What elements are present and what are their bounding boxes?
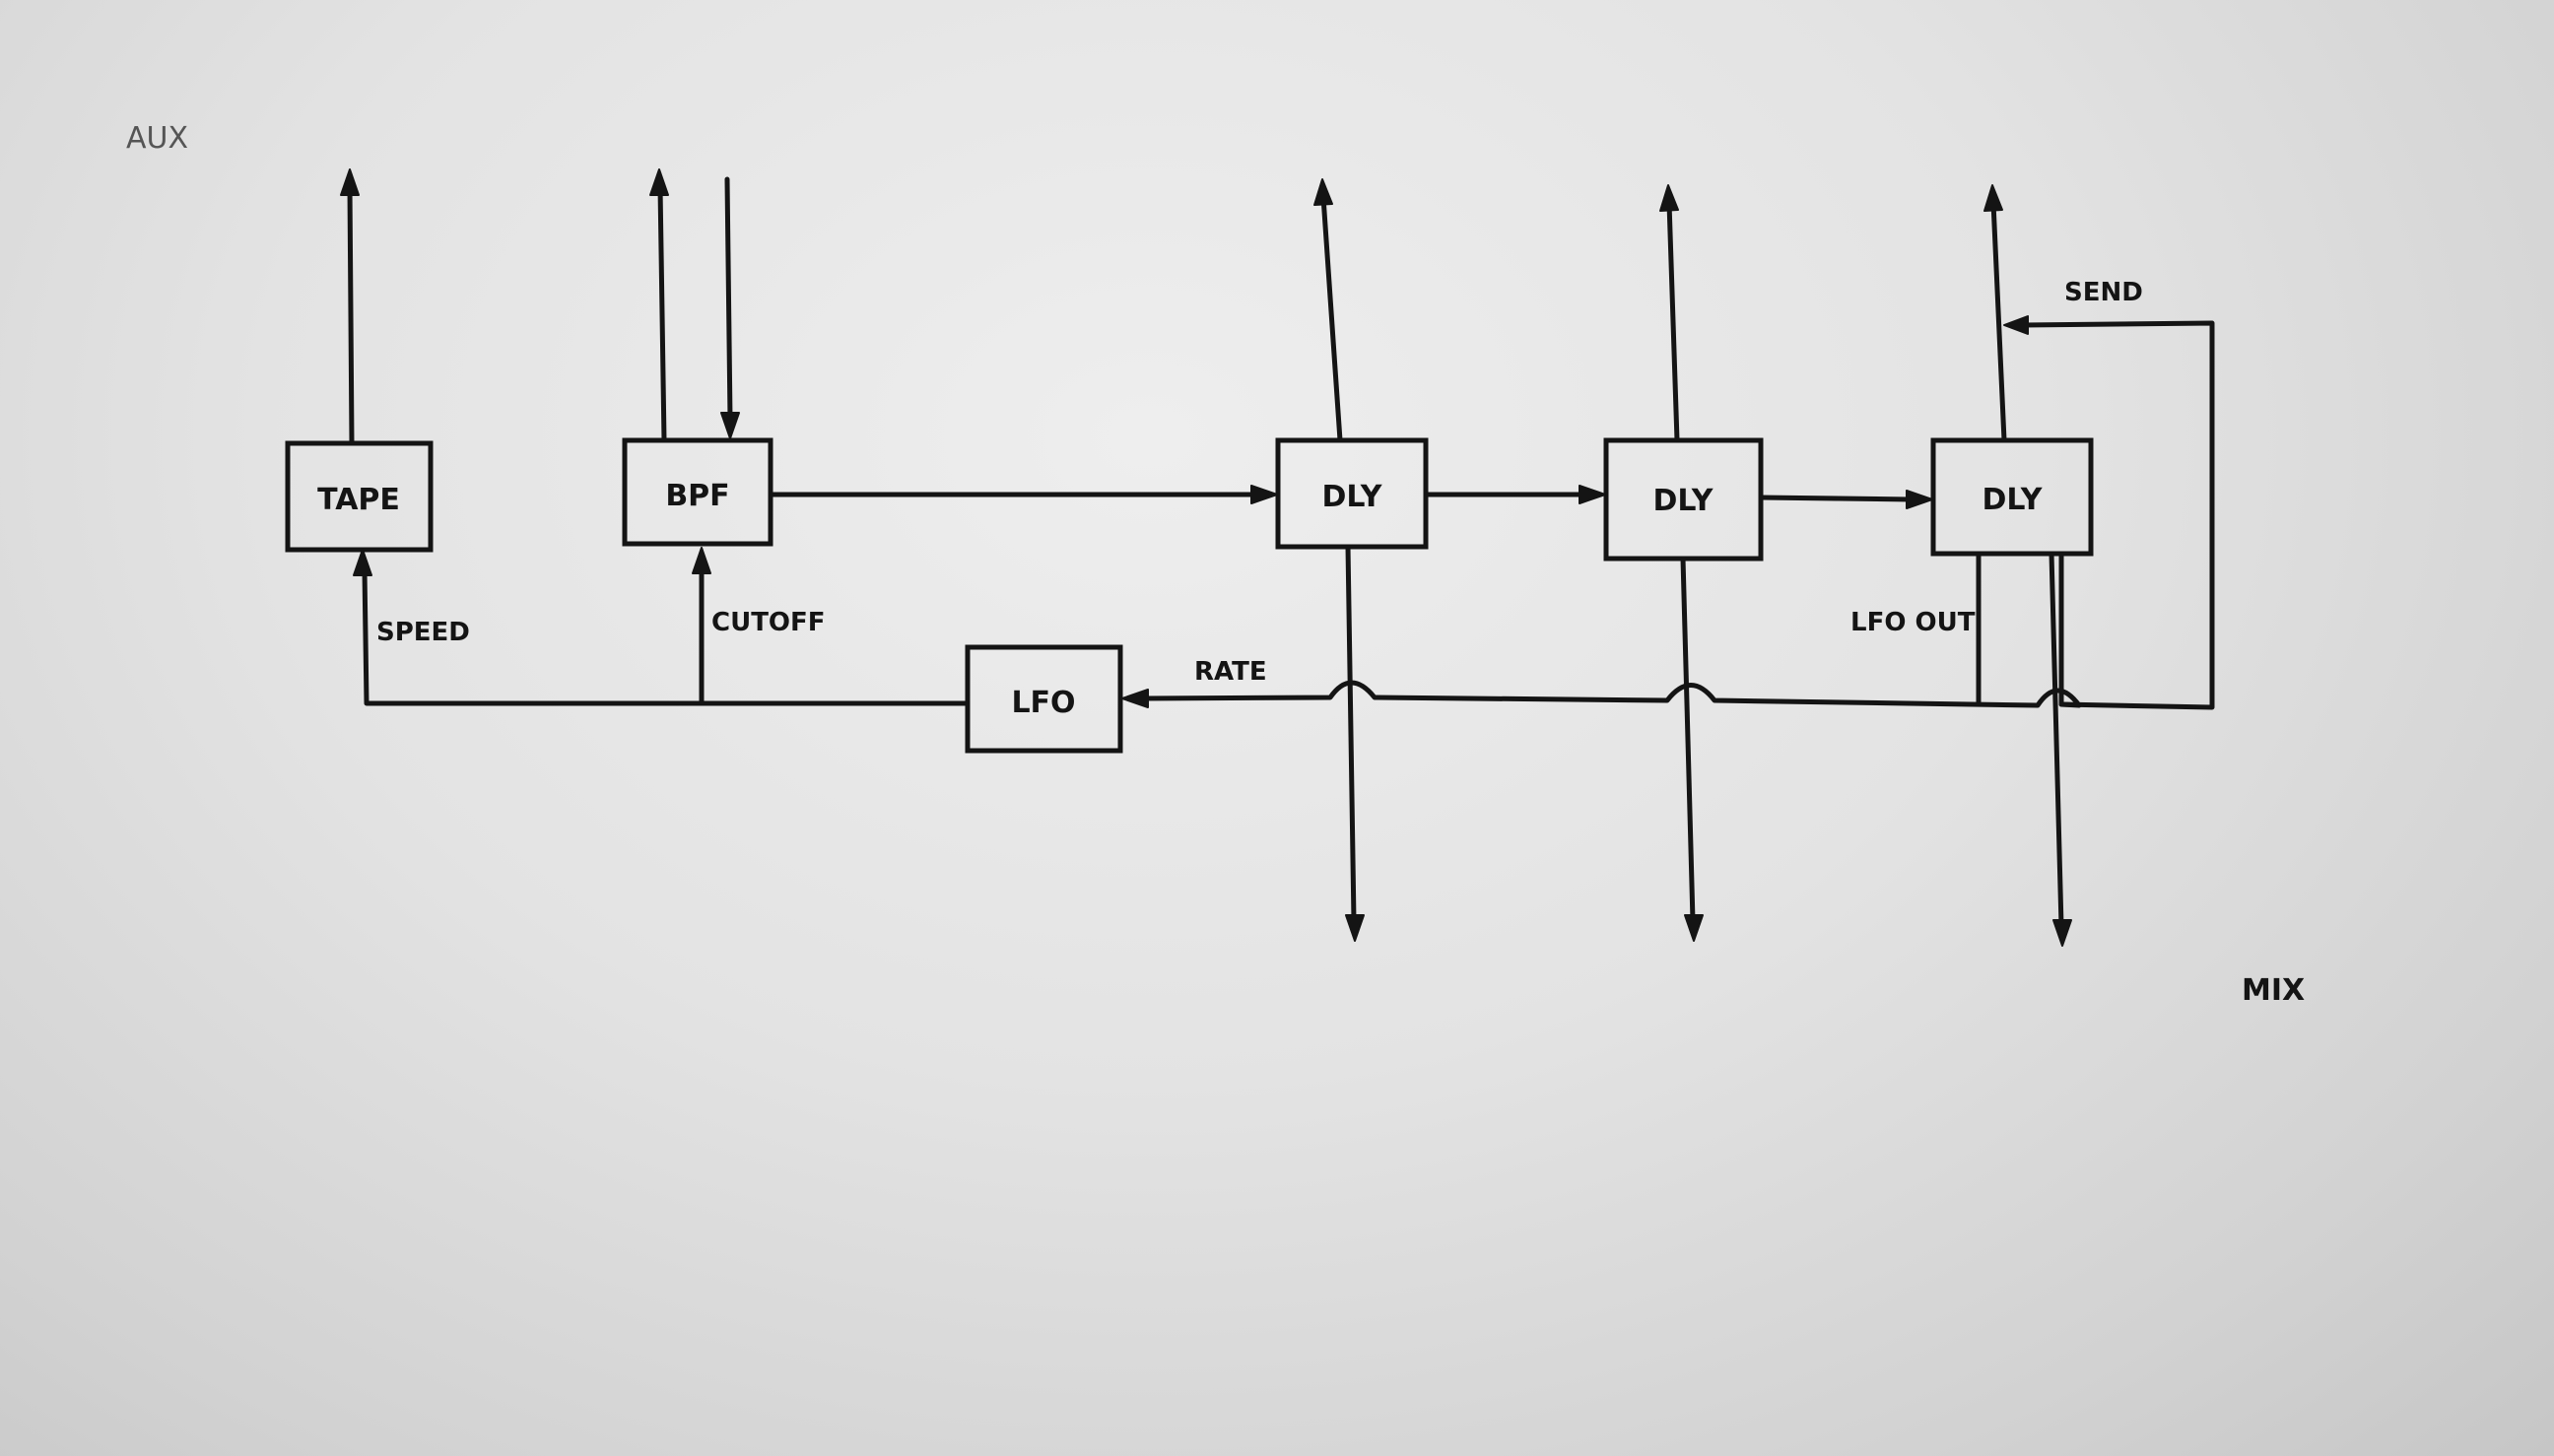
delay-1-aux-output xyxy=(1313,178,1343,443)
aux-label: AUX xyxy=(126,121,188,156)
delay-block-2-label: DLY xyxy=(1652,484,1714,518)
tape-block-label: TAPE xyxy=(317,483,400,517)
bpf-to-delay-1-arrow xyxy=(768,485,1278,504)
delay-block-3-label: DLY xyxy=(1982,483,2043,517)
delay-3-aux-output xyxy=(1983,184,2007,443)
delay-1-mix-output xyxy=(1345,544,1365,942)
send-label: SEND xyxy=(2064,278,2143,307)
delay-block-2: DLY xyxy=(1603,437,1764,562)
bpf-aux-input xyxy=(720,176,740,439)
lfo-control-bus xyxy=(1121,680,2082,708)
tape-block: TAPE xyxy=(285,440,434,553)
lfo-block: LFO xyxy=(965,644,1123,754)
bpf-block-label: BPF xyxy=(665,479,729,513)
speed-label: SPEED xyxy=(376,618,470,647)
delay-3-mix-output xyxy=(2049,551,2072,947)
lfo-out-label: LFO OUT xyxy=(1850,608,1976,637)
delay-block-1: DLY xyxy=(1275,437,1429,550)
bpf-block: BPF xyxy=(622,437,773,547)
send-feedback-loop xyxy=(2003,315,2215,710)
tape-aux-output xyxy=(340,168,360,446)
lfo-modulation-bus xyxy=(353,547,971,706)
delay-block-1-label: DLY xyxy=(1321,480,1382,514)
mix-label: MIX xyxy=(2242,973,2305,1008)
delay-block-3: DLY xyxy=(1930,437,2094,557)
delay-2-to-delay-3-arrow xyxy=(1758,490,1933,509)
rate-label: RATE xyxy=(1194,657,1267,687)
cutoff-label: CUTOFF xyxy=(711,608,826,637)
delay-2-aux-output xyxy=(1659,184,1680,443)
delay-1-to-delay-2-arrow xyxy=(1423,485,1606,504)
delay-2-mix-output xyxy=(1680,556,1704,942)
bpf-aux-output xyxy=(649,168,669,443)
lfo-block-label: LFO xyxy=(1011,686,1075,720)
